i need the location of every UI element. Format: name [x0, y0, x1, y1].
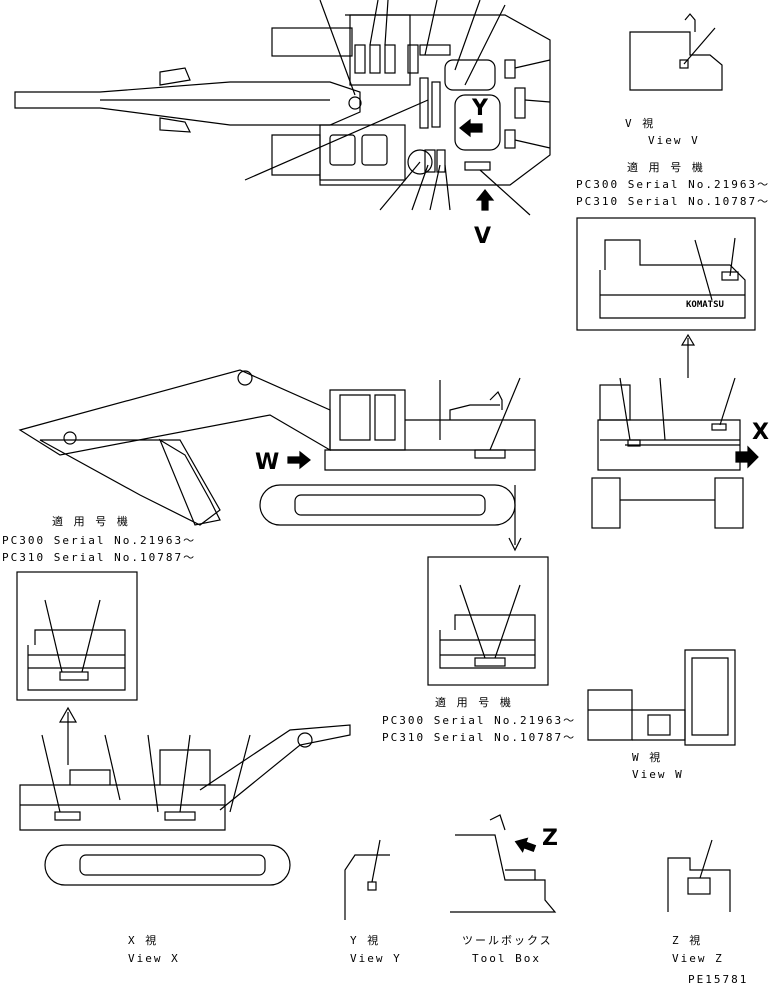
plan-view: [14, 0, 551, 216]
pc310-serial-1: PC310 Serial No.10787～: [576, 195, 771, 208]
excavator-side-view: [18, 369, 536, 526]
view-z-jp: Z 視: [672, 934, 703, 947]
komatsu-decal-detail: [576, 217, 756, 331]
view-y-drawing: [344, 839, 390, 920]
view-v-jp: V 視: [625, 117, 656, 130]
pc310-serial-3: PC310 Serial No.10787～: [382, 731, 577, 744]
arrow-letter-v: V: [474, 224, 492, 249]
view-v-en: View V: [648, 134, 700, 147]
view-v-drawing: [629, 13, 723, 91]
view-z-drawing: [667, 839, 731, 912]
view-z-en: View Z: [672, 952, 724, 965]
komatsu-logo: KOMATSU: [686, 300, 724, 310]
rear-view-drawing: [591, 377, 759, 529]
arrow-up-head-2: [58, 706, 78, 723]
pc300-serial-1: PC300 Serial No.21963～: [576, 178, 771, 191]
arrow-up-head: [680, 333, 696, 346]
center-decal-detail: [427, 556, 549, 686]
arrow-letter-y: Y: [472, 96, 488, 121]
pc310-serial-2: PC310 Serial No.10787～: [2, 551, 197, 564]
view-x-drawing: [19, 724, 351, 886]
arrow-down-head: [508, 537, 522, 552]
view-y-jp: Y 視: [350, 934, 381, 947]
toolbox-en: Tool Box: [472, 952, 541, 965]
left-decal-detail: [16, 571, 138, 701]
view-y-en: View Y: [350, 952, 402, 965]
applicable-heading-3: 適 用 号 機: [435, 696, 513, 709]
arrow-letter-w: W: [255, 450, 280, 475]
view-x-en: View X: [128, 952, 180, 965]
arrow-letter-z: Z: [542, 826, 558, 851]
toolbox-jp: ツールボックス: [462, 934, 553, 947]
view-w-jp: W 視: [632, 751, 663, 764]
pc300-serial-2: PC300 Serial No.21963～: [2, 534, 197, 547]
view-w-drawing: [587, 649, 736, 746]
view-w-en: View W: [632, 768, 684, 781]
pc300-serial-3: PC300 Serial No.21963～: [382, 714, 577, 727]
drawing-number: PE15781: [688, 973, 749, 986]
view-x-jp: X 視: [128, 934, 159, 947]
toolbox-drawing: [450, 814, 557, 913]
arrow-letter-x: X: [752, 420, 769, 445]
applicable-heading-2: 適 用 号 機: [52, 515, 130, 528]
applicable-heading-1: 適 用 号 機: [627, 161, 705, 174]
